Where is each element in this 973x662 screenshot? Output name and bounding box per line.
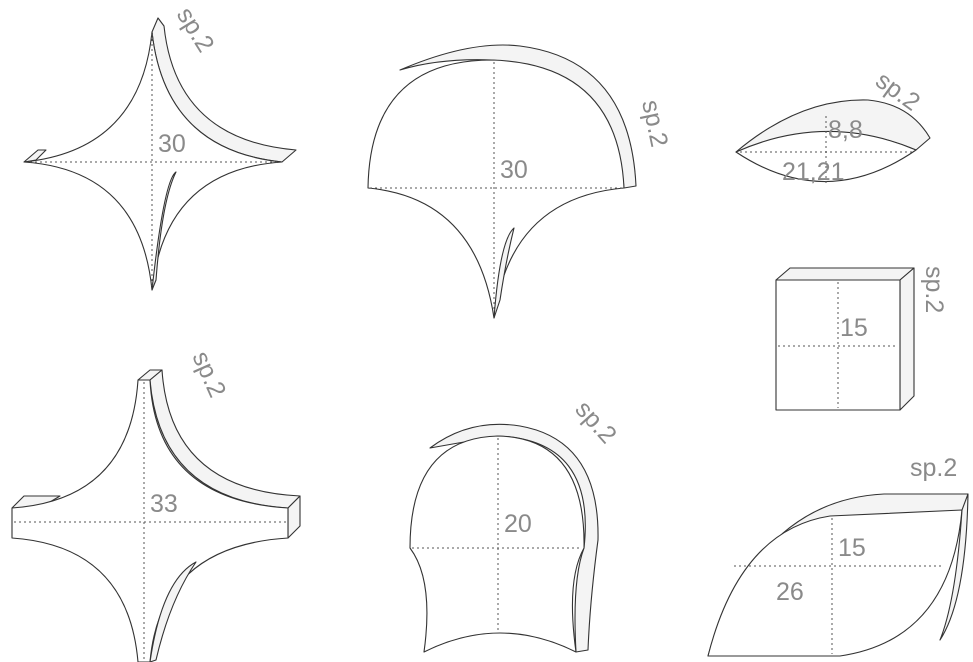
- bell-thickness-label: sp.2: [570, 395, 622, 449]
- shape-leaf: 15 26 sp.2: [707, 454, 969, 657]
- shape-bell-20: 20 sp.2: [409, 395, 622, 653]
- shape-eye: 8,8 21,21 sp.2: [735, 66, 931, 186]
- star-30-thickness-label: sp.2: [171, 2, 220, 57]
- bell-face: [409, 435, 585, 653]
- star-33-size-label: 33: [150, 490, 178, 518]
- leaf-height-label: 15: [838, 534, 866, 562]
- square-size-label: 15: [840, 314, 868, 342]
- star-33-face: [11, 379, 289, 662]
- shape-star-30: 30 sp.2: [23, 2, 297, 291]
- star-33-edge-bottom: [149, 561, 197, 662]
- star-30-edge-bottom: [151, 171, 177, 291]
- leaf-edge-right: [939, 493, 969, 641]
- leaf-width-label: 26: [776, 578, 804, 606]
- shape-fan-30: 30 sp.2: [367, 44, 673, 319]
- fan-30-thickness-label: sp.2: [636, 97, 673, 149]
- square-face: [775, 279, 901, 411]
- square-edge-top: [775, 267, 915, 281]
- square-edge-right: [899, 267, 915, 411]
- star-30-size-label: 30: [158, 130, 186, 158]
- fan-30-edge-bottom: [493, 227, 515, 319]
- fan-30-size-label: 30: [500, 156, 528, 184]
- eye-width-label: 21,21: [782, 158, 845, 186]
- bell-edge: [429, 423, 599, 653]
- shape-square-15: 15 sp.2: [775, 266, 948, 411]
- star-30-face: [23, 31, 283, 291]
- bell-size-label: 20: [504, 510, 532, 538]
- star-33-thickness-label: sp.2: [187, 347, 232, 402]
- leaf-face: [707, 509, 963, 657]
- leaf-thickness-label: sp.2: [910, 454, 957, 482]
- eye-height-label: 8,8: [828, 116, 863, 144]
- square-thickness-label: sp.2: [920, 266, 948, 313]
- fan-30-face: [367, 59, 625, 319]
- star-30-left-notch: [23, 149, 47, 163]
- shape-star-33: 33 sp.2: [11, 347, 301, 662]
